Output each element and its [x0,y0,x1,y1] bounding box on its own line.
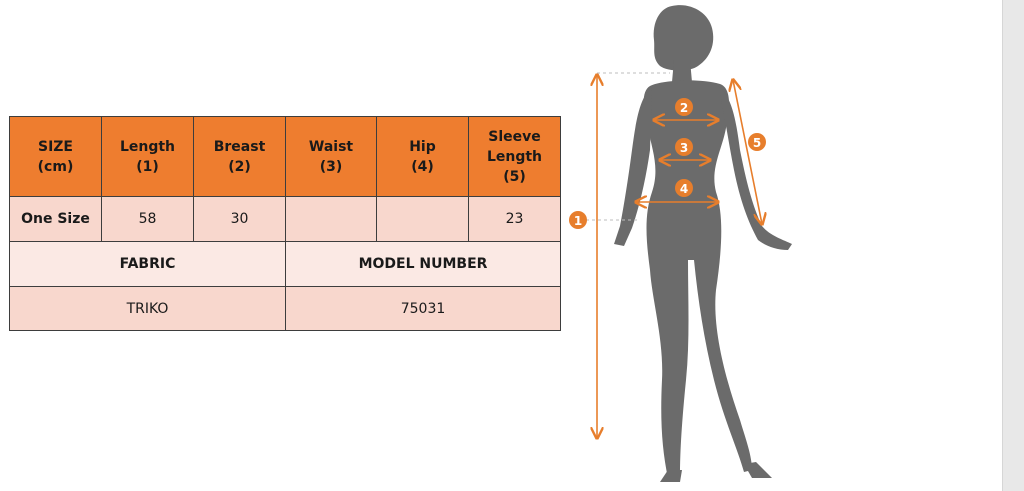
cell-hip [376,196,469,242]
table-row: TRIKO 75031 [9,286,561,331]
woman-silhouette [614,5,792,482]
model-number-label: MODEL NUMBER [285,241,561,287]
header-waist: Waist(3) [285,116,377,197]
scrollbar[interactable] [1002,0,1024,491]
size-chart-table: SIZE(cm) Length(1) Breast(2) Waist(3) Hi… [9,116,561,331]
header-breast: Breast(2) [193,116,286,197]
cell-breast: 30 [193,196,286,242]
table-row: One Size 58 30 23 [9,196,561,242]
header-size: SIZE(cm) [9,116,102,197]
marker-3: 3 [675,138,693,156]
cell-sleeve-length: 23 [468,196,561,242]
fabric-value: TRIKO [9,286,286,331]
svg-text:5: 5 [753,136,761,150]
sleeve-measure-line [733,80,762,224]
fabric-label: FABRIC [9,241,286,287]
header-length: Length(1) [101,116,194,197]
header-hip: Hip(4) [376,116,469,197]
table-row: FABRIC MODEL NUMBER [9,241,561,287]
svg-text:2: 2 [680,101,688,115]
model-number-value: 75031 [285,286,561,331]
cell-waist [285,196,377,242]
svg-text:1: 1 [574,214,582,228]
marker-2: 2 [675,98,693,116]
cell-length: 58 [101,196,194,242]
svg-text:4: 4 [680,182,688,196]
marker-1: 1 [569,211,587,229]
table-header-row: SIZE(cm) Length(1) Breast(2) Waist(3) Hi… [9,116,561,197]
svg-text:3: 3 [680,141,688,155]
marker-4: 4 [675,179,693,197]
cell-size: One Size [9,196,102,242]
marker-5: 5 [748,133,766,151]
body-measurement-figure: 1 2 3 4 5 [569,5,792,482]
